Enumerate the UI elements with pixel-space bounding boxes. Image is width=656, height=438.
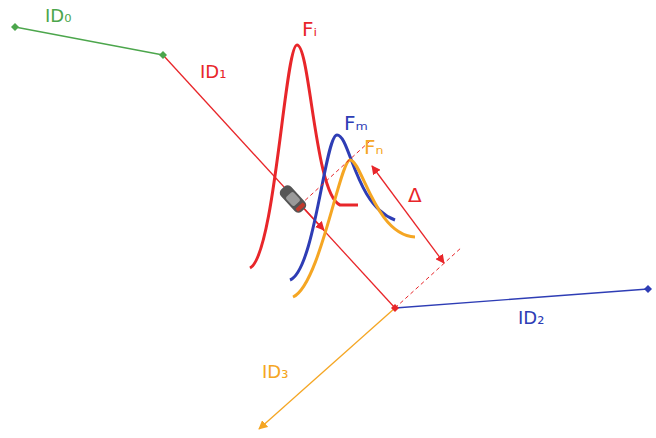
curve-label: Fᵢ [302,18,317,40]
road-id-label: ID₃ [262,362,288,382]
curve-label: Fₙ [364,136,383,158]
dimension-label: Δ [408,184,422,206]
road-segment [163,55,395,308]
dimension-arrow [372,166,444,263]
road-segment [15,27,163,55]
road-segment [259,308,395,429]
probability-curve [290,135,395,280]
guide-line [395,247,462,308]
curve-label: Fₘ [344,112,368,134]
road-id-label: ID₀ [45,6,71,26]
node-marker [159,51,167,59]
probability-curve [250,45,358,268]
guide-line [300,141,370,205]
road-segment [395,289,648,308]
node-marker [11,23,19,31]
node-marker [644,285,652,293]
probability-curve [293,160,415,297]
road-id-label: ID₁ [200,62,226,82]
car-icon [278,183,309,215]
road-id-label: ID₂ [518,308,544,328]
